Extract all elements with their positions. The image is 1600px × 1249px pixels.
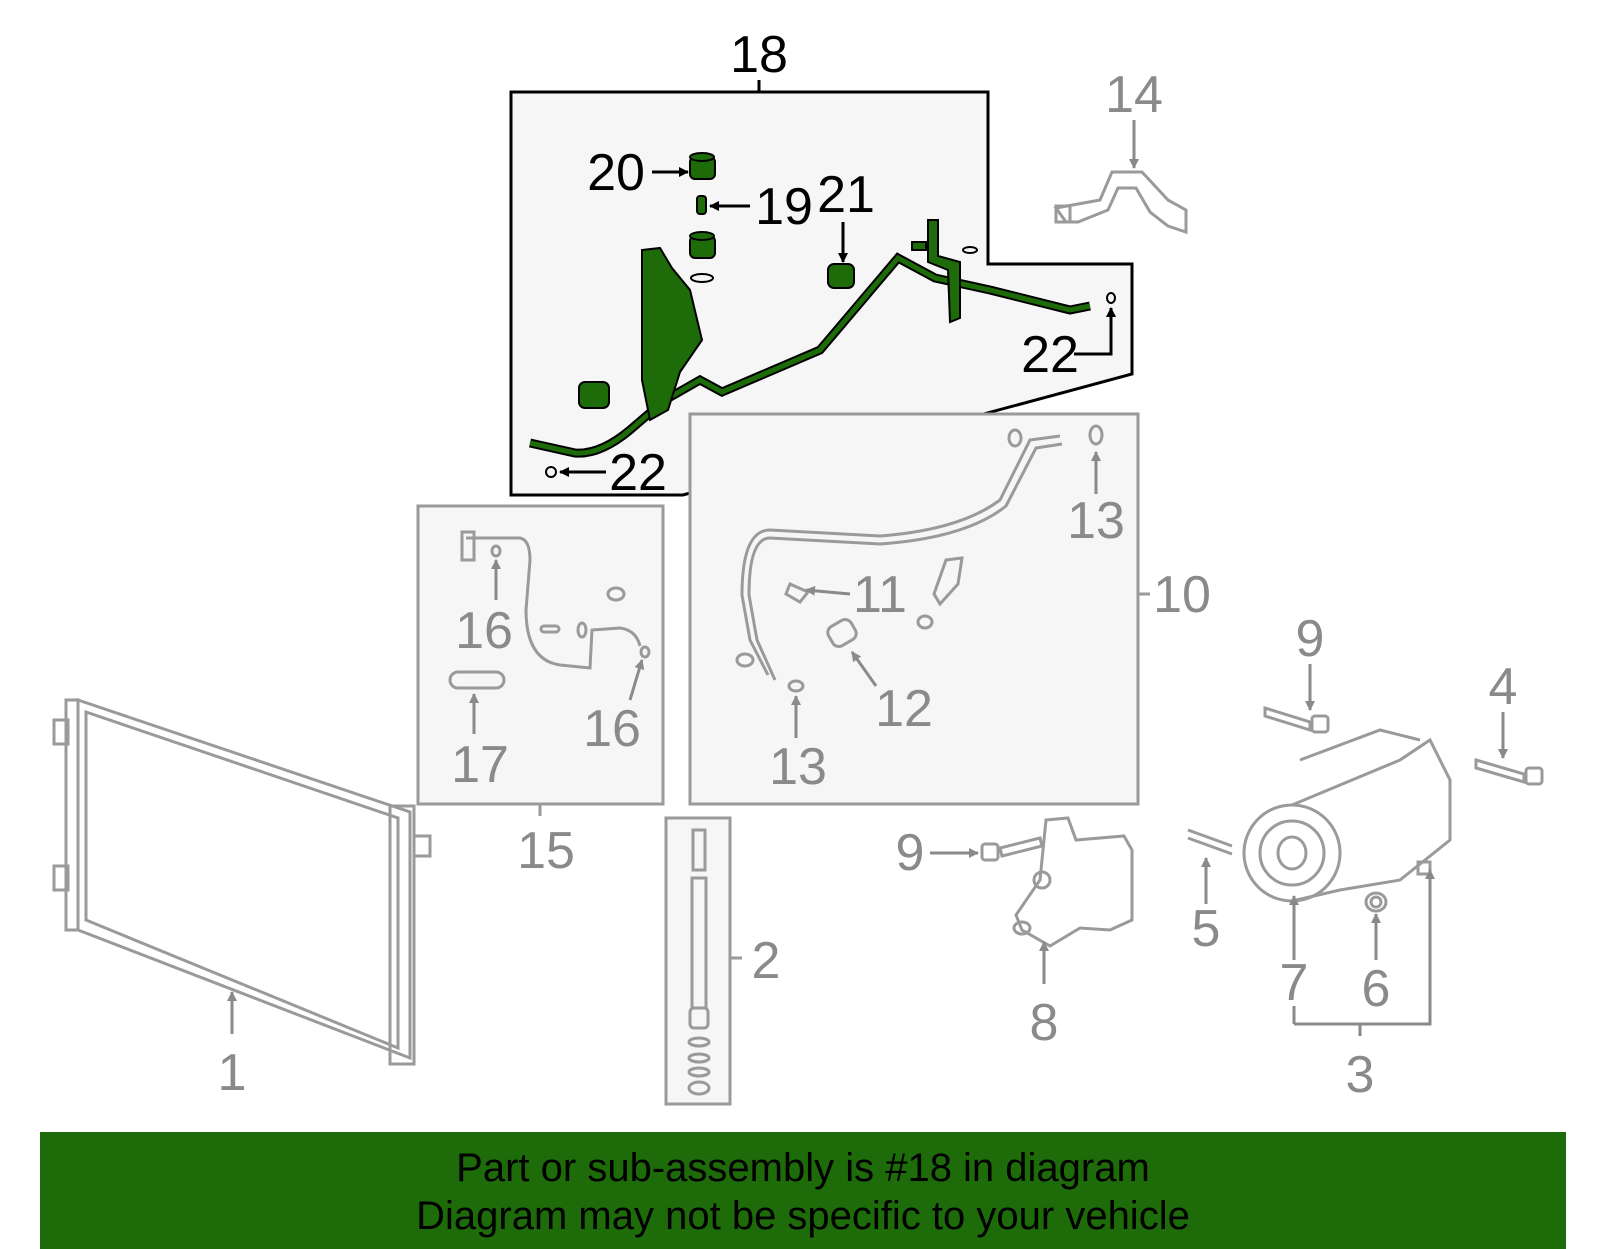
callout-17[interactable]: 17 <box>451 736 509 794</box>
callout-13-bottom[interactable]: 13 <box>769 738 827 796</box>
leader-lines-dark <box>559 167 1116 477</box>
callout-11[interactable]: 11 <box>853 566 907 624</box>
bolt-9-left[interactable] <box>980 836 1044 862</box>
callout-9-top[interactable]: 9 <box>1296 610 1325 668</box>
mount-bracket-8[interactable] <box>1012 816 1134 948</box>
bracket-14[interactable] <box>1053 170 1188 235</box>
callout-2[interactable]: 2 <box>752 932 781 990</box>
callout-7[interactable]: 7 <box>1280 954 1309 1012</box>
nut-6[interactable] <box>1364 891 1388 913</box>
callout-16-bottom[interactable]: 16 <box>583 700 641 758</box>
condenser-1[interactable] <box>52 697 432 1066</box>
callout-22-left[interactable]: 22 <box>609 444 667 502</box>
callout-4[interactable]: 4 <box>1489 658 1518 716</box>
callout-3[interactable]: 3 <box>1346 1046 1375 1104</box>
callout-19[interactable]: 19 <box>755 178 813 236</box>
ac-line-assembly-18[interactable] <box>529 152 1116 478</box>
assembly-10-panel[interactable] <box>688 412 1150 806</box>
callout-21[interactable]: 21 <box>817 166 875 224</box>
callout-5[interactable]: 5 <box>1192 900 1221 958</box>
callout-labels: 18 20 19 21 22 22 14 13 10 11 12 13 16 1… <box>218 26 1518 1104</box>
callout-10[interactable]: 10 <box>1153 566 1211 624</box>
leader-lines-gray <box>227 120 1508 1036</box>
banner-line-1: Part or sub-assembly is #18 in diagram <box>456 1146 1150 1190</box>
callout-18[interactable]: 18 <box>730 26 788 84</box>
assembly-15-panel[interactable] <box>416 504 665 816</box>
callout-14[interactable]: 14 <box>1105 66 1163 124</box>
callout-22-right[interactable]: 22 <box>1021 326 1079 384</box>
callout-16-top[interactable]: 16 <box>455 602 513 660</box>
receiver-dryer-2[interactable] <box>664 816 742 1106</box>
stud-5[interactable] <box>1187 828 1233 856</box>
callout-9-left[interactable]: 9 <box>896 824 925 882</box>
callout-13-top[interactable]: 13 <box>1067 492 1125 550</box>
banner-line-2: Diagram may not be specific to your vehi… <box>416 1194 1190 1238</box>
callout-1[interactable]: 1 <box>218 1044 247 1102</box>
bolt-9-top[interactable] <box>1263 705 1330 734</box>
callout-12[interactable]: 12 <box>875 680 933 738</box>
callout-6[interactable]: 6 <box>1362 960 1391 1018</box>
bolt-4[interactable] <box>1474 758 1544 786</box>
callout-8[interactable]: 8 <box>1030 994 1059 1052</box>
compressor-3[interactable] <box>1242 728 1452 903</box>
callout-20[interactable]: 20 <box>587 144 645 202</box>
callout-15[interactable]: 15 <box>517 822 575 880</box>
info-banner: Part or sub-assembly is #18 in diagram D… <box>40 1132 1566 1249</box>
